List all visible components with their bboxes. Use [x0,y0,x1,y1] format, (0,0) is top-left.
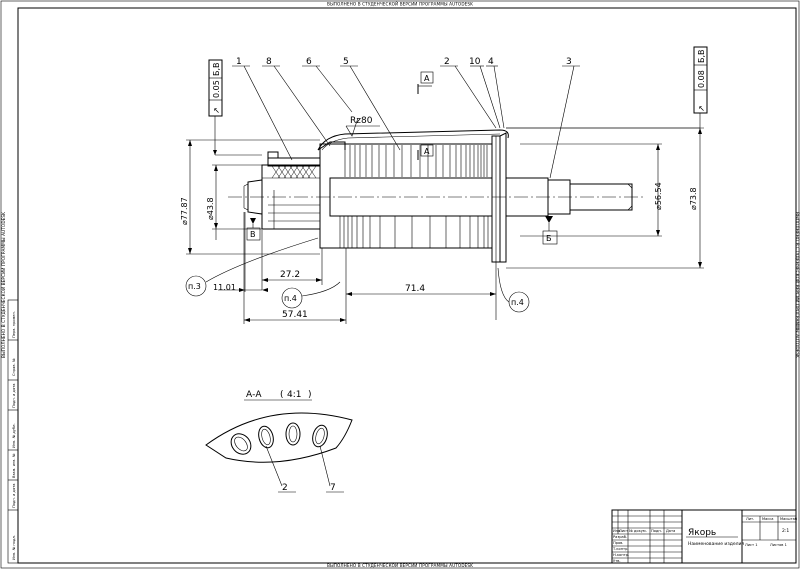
side-stamp-2: Подп. и дата [12,484,16,508]
svg-text:п.4: п.4 [284,294,297,303]
svg-text:27.2: 27.2 [280,270,300,280]
callout-5: 5 [343,57,349,67]
section-mark-a: A A [417,71,434,160]
section-title: А-А [246,390,262,400]
svg-text:⌀56.54: ⌀56.54 [654,182,663,210]
svg-text:0.08: 0.08 [697,70,706,88]
section-callout-7: 7 [330,483,336,493]
section-sector [205,412,353,463]
armature-main-view [228,129,645,263]
tb-hdr-lit: Лит. [746,517,754,521]
dim-11-01: 11.01 [213,212,268,292]
svg-text:A: A [424,74,430,83]
watermark-bottom: ВЫПОЛНЕНО В СТУДЕНЧЕСКОЙ ВЕРСИИ ПРОГРАММ… [327,563,473,568]
svg-text:): ) [308,390,312,400]
side-stamp-4: Инв. № дубл. [12,423,16,448]
dim-27-2: 27.2 [261,230,323,290]
svg-text:A: A [424,147,430,156]
tb-row-prov: Пров. [613,541,623,545]
tb-scale-value: 2:1 [782,528,789,534]
section-scale: 4:1 [287,390,301,400]
svg-text:Б,В: Б,В [697,49,706,63]
side-stamp-6: Справ. № [12,358,16,376]
watermark-top: ВЫПОЛНЕНО В СТУДЕНЧЕСКОЙ ВЕРСИИ ПРОГРАММ… [327,2,473,7]
callout-6: 6 [306,57,312,67]
callout-2: 2 [444,57,450,67]
tb-row-razrab: Разраб. [613,535,627,539]
svg-text:57.41: 57.41 [282,310,308,320]
svg-text:В: В [250,230,256,239]
dim-d73-8: ⌀73.8 [506,127,704,269]
side-stamp-column: Инв. № подл. Подп. и дата Взам. инв. № И… [7,299,19,564]
lamination-stack [339,216,489,248]
svg-text:⌀77.87: ⌀77.87 [180,197,189,225]
svg-text:⌀43.8: ⌀43.8 [206,197,215,220]
svg-text:↗: ↗ [697,105,706,112]
svg-text:Б,В: Б,В [212,62,221,76]
svg-text:(: ( [280,390,284,400]
callout-4: 4 [488,57,494,67]
dim-d77-87: ⌀77.87 [180,139,320,255]
commutator-knurl [262,165,320,179]
side-stamp-5: Подп. и дата [12,384,16,408]
tb-sheet: Лист 1 [745,543,758,547]
svg-text:п.3: п.3 [188,282,201,291]
note-n3: п.3 [185,237,319,297]
svg-text:↗: ↗ [212,107,221,114]
tb-hdr-mass: Масса [762,517,773,521]
callout-10: 10 [469,57,481,67]
section-callout-2: 2 [282,483,288,493]
winding-overhang [317,129,509,151]
title-block: Изм. Лист № докум. Подп. Дата Разраб. Пр… [611,509,798,564]
section-a-a: А-А ( 4:1 ) 2 7 [205,390,353,493]
svg-text:п.4: п.4 [511,298,524,307]
dim-d43-8: ⌀43.8 [206,164,262,240]
tb-part-name: Якорь [688,528,716,538]
svg-text:11.01: 11.01 [213,283,236,292]
watermark-right: ВЫПОЛНЕНО В СТУДЕНЧЕСКОЙ ВЕРСИИ ПРОГРАММ… [795,212,800,358]
tb-row-tkontr: Т.контр. [612,547,629,551]
svg-text:Rz80: Rz80 [350,116,373,126]
tolerance-frame-left: ↗ 0.05 Б,В [208,59,262,156]
tb-row-utv: Утв. [613,559,621,563]
commutator-bars [268,190,320,229]
datum-v-left: В [246,218,261,241]
svg-text:Б: Б [546,234,552,243]
side-stamp-7: Перв. примен. [12,311,16,338]
winding-top [344,145,488,177]
svg-text:71.4: 71.4 [405,284,425,294]
dim-57-41: 57.41 [243,212,347,324]
dim-71-4: 71.4 [345,248,497,320]
tb-hdr-sign: Подп. [651,529,662,533]
dim-d56-54: ⌀56.54 [520,143,663,237]
note-n4a: п.4 [281,281,341,309]
tb-part-subtitle: Наименование изделия [688,541,744,547]
roughness-mark: Rz80 [345,116,380,137]
callout-1: 1 [236,57,242,67]
callout-3: 3 [566,57,572,67]
note-n4b: п.4 [497,267,530,313]
tb-hdr-izm: Изм. [613,529,621,533]
tb-hdr-doc: № докум. [629,529,647,533]
tolerance-frame-right: ↗ 0.08 Б,В [506,46,708,129]
side-stamp-1: Инв. № подл. [12,535,16,560]
callout-leaders [232,65,580,179]
svg-text:0.05: 0.05 [212,80,221,98]
tb-hdr-list: Лист [619,529,628,533]
watermark-left: ВЫПОЛНЕНО В СТУДЕНЧЕСКОЙ ВЕРСИИ ПРОГРАММ… [1,212,6,358]
callout-8: 8 [266,57,272,67]
side-stamp-3: Взам. инв. № [12,453,16,478]
datum-b-right: Б [542,216,558,245]
tb-row-nkontr: Н.контр. [613,553,629,557]
tb-sheets: Листов 1 [770,543,787,547]
section-slots [230,422,328,455]
tb-hdr-date: Дата [666,529,675,533]
tb-hdr-scale: Масштаб [780,517,798,521]
svg-text:⌀73.8: ⌀73.8 [689,187,698,210]
inner-frame [17,7,797,564]
